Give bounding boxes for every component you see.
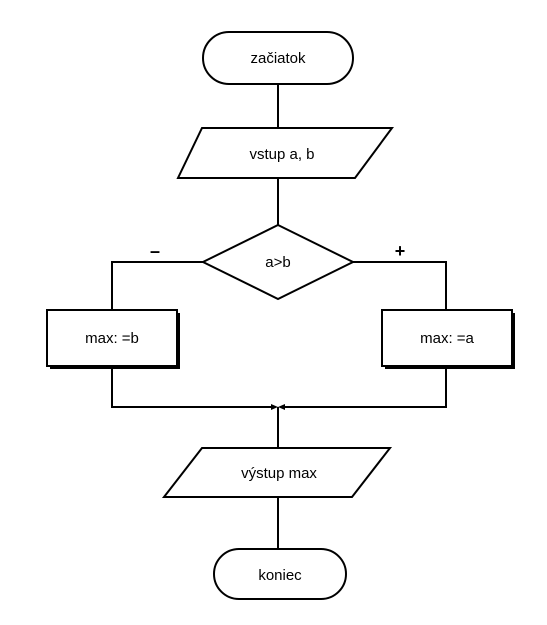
- decision-label: a>b: [265, 254, 290, 271]
- false-action-box: [46, 309, 178, 367]
- input-label: vstup a, b: [249, 146, 314, 163]
- true-branch-sign: +: [395, 241, 406, 261]
- true-action-label: max: =a: [420, 330, 474, 347]
- false-branch-sign: –: [150, 241, 160, 261]
- output-parallelogram: [161, 447, 393, 498]
- decision-diamond: [200, 223, 356, 301]
- true-action-box: [381, 309, 513, 367]
- end-terminator: [213, 548, 347, 600]
- start-terminator: [202, 31, 354, 85]
- connector-decision-false-branch: [111, 261, 203, 310]
- output-label: výstup max: [241, 465, 317, 482]
- end-label: koniec: [258, 567, 302, 584]
- merge-arrowhead-left: [271, 404, 278, 410]
- connector-decision-true-branch: [353, 261, 447, 310]
- false-action-label: max: =b: [85, 330, 139, 347]
- input-parallelogram: [176, 127, 394, 179]
- start-label: začiatok: [250, 50, 306, 67]
- connector-true-action-to-merge: [284, 366, 447, 408]
- connector-false-action-to-merge: [111, 366, 272, 408]
- merge-arrowhead-right: [278, 404, 285, 410]
